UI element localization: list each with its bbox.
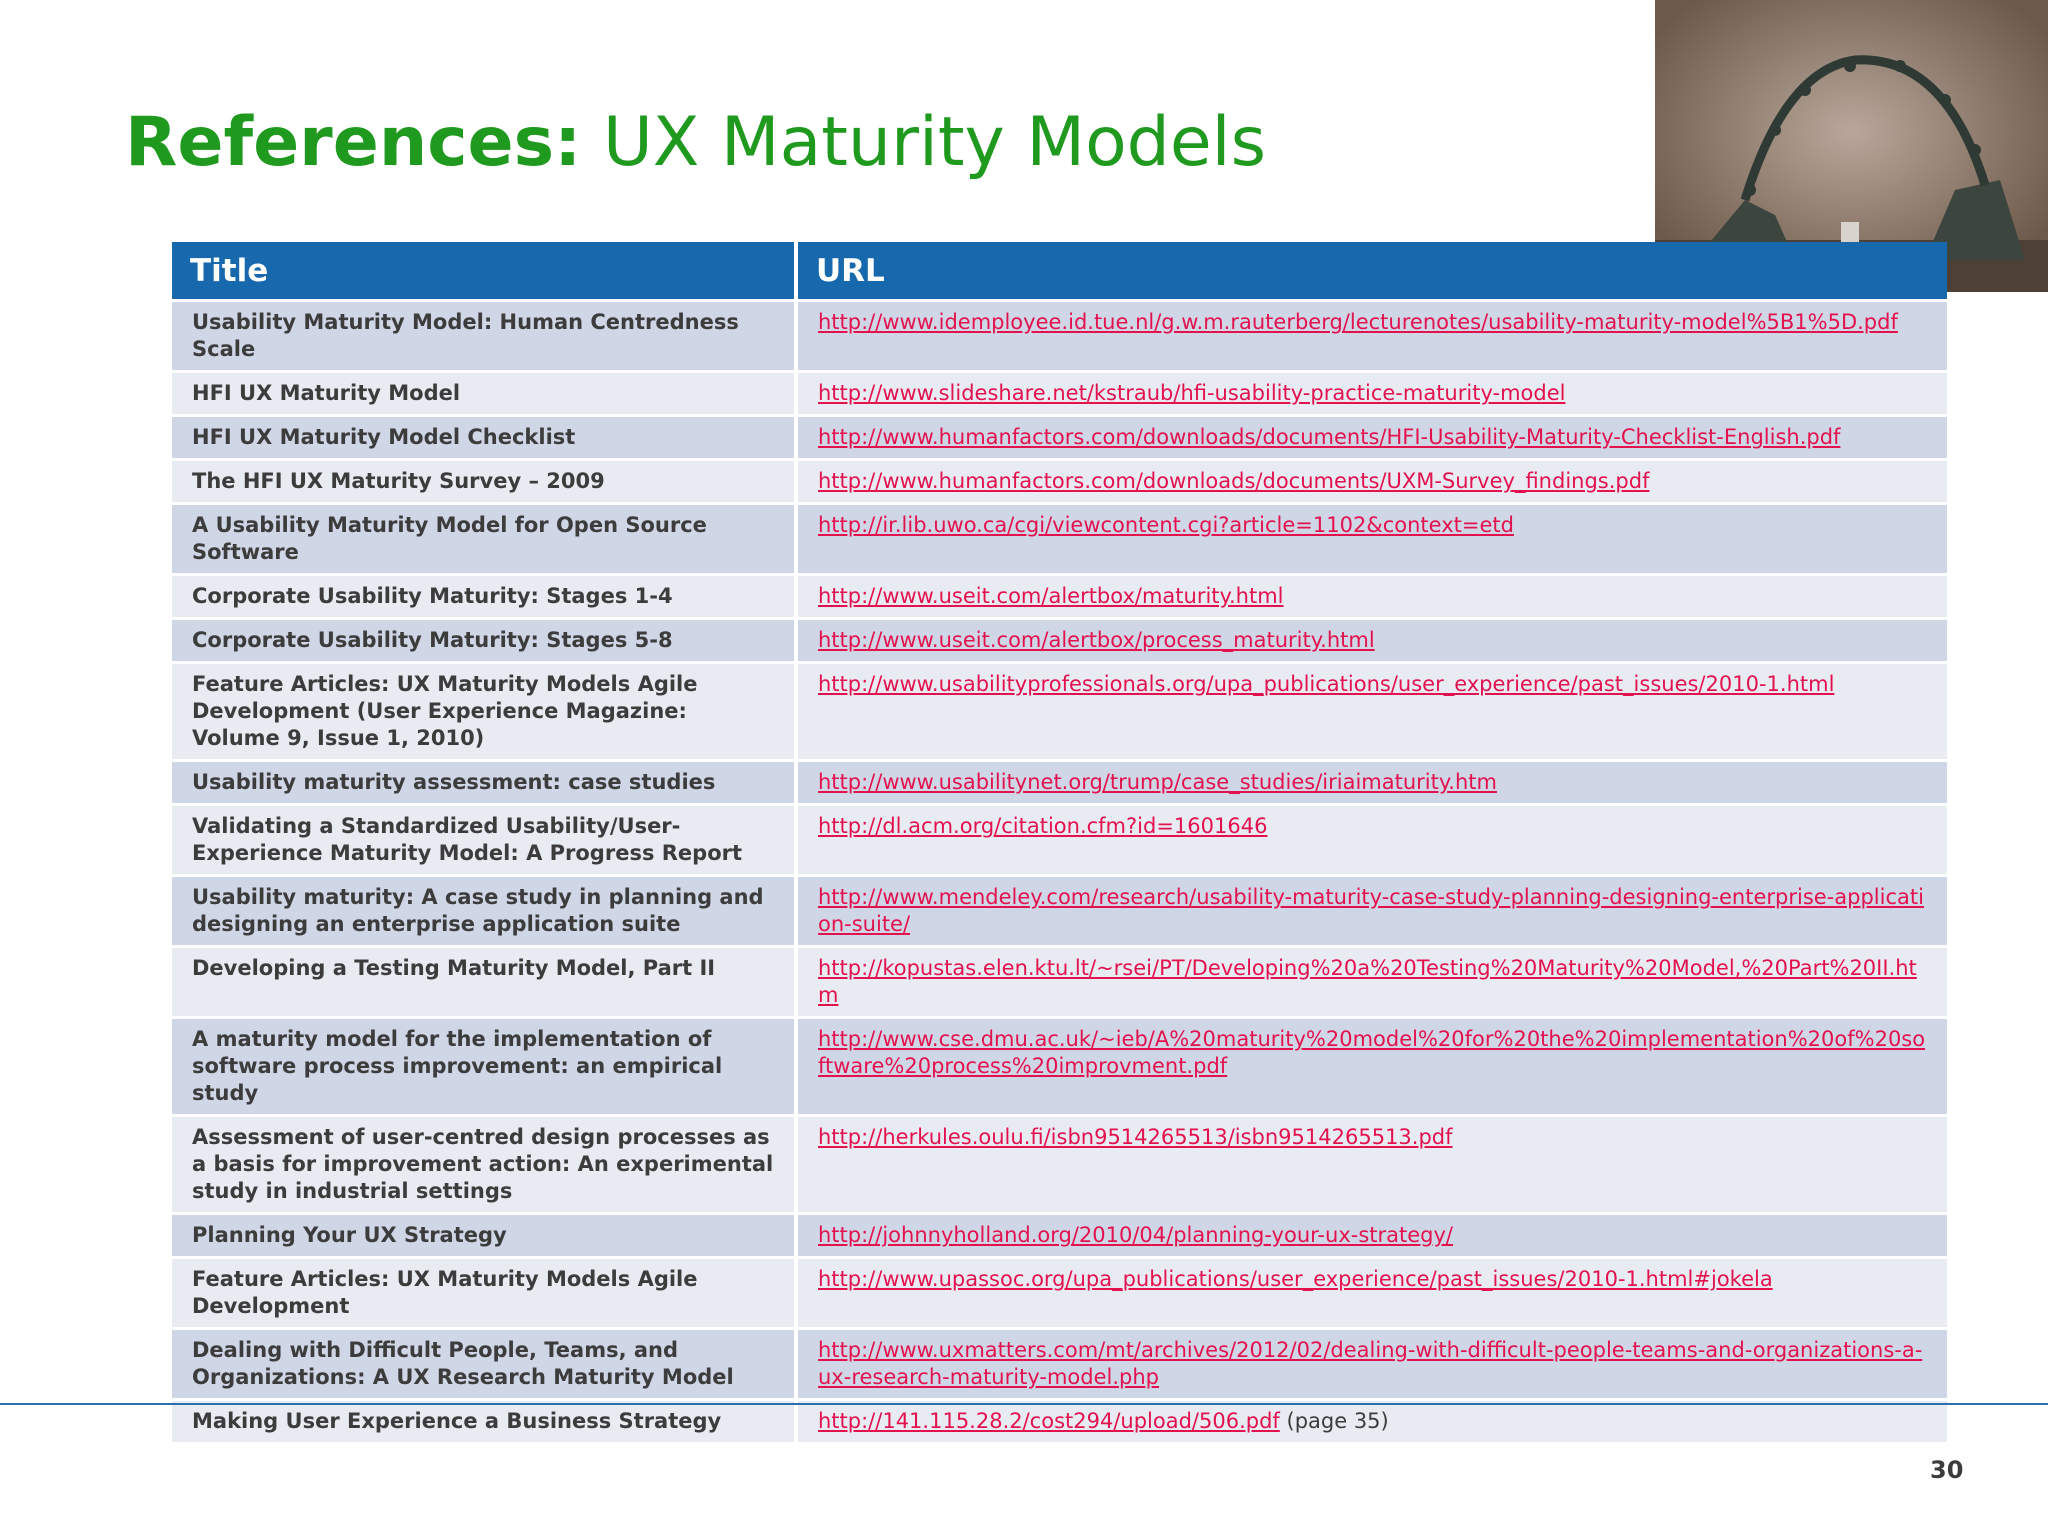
reference-link[interactable]: http://www.useit.com/alertbox/process_ma… <box>818 628 1375 652</box>
reference-url-cell: http://dl.acm.org/citation.cfm?id=160164… <box>796 803 1947 876</box>
slide-title-bold: References: <box>125 103 582 182</box>
reference-link[interactable]: http://www.usabilitynet.org/trump/case_s… <box>818 770 1497 794</box>
reference-link[interactable]: http://www.humanfactors.com/downloads/do… <box>818 469 1650 493</box>
reference-link[interactable]: http://www.humanfactors.com/downloads/do… <box>818 425 1841 449</box>
reference-link[interactable]: http://dl.acm.org/citation.cfm?id=160164… <box>818 814 1268 838</box>
reference-title: Feature Articles: UX Maturity Models Agi… <box>172 661 798 761</box>
reference-title: HFI UX Maturity Model <box>172 370 798 416</box>
column-header-url: URL <box>796 242 1947 301</box>
reference-url-cell: http://www.cse.dmu.ac.uk/~ieb/A%20maturi… <box>796 1016 1947 1116</box>
reference-url-cell: http://www.usabilitynet.org/trump/case_s… <box>796 759 1947 805</box>
reference-url-cell: http://www.humanfactors.com/downloads/do… <box>796 458 1947 504</box>
reference-url-cell: http://ir.lib.uwo.ca/cgi/viewcontent.cgi… <box>796 502 1947 575</box>
table-row: Assessment of user-centred design proces… <box>172 1114 1947 1214</box>
reference-title: Usability Maturity Model: Human Centredn… <box>172 299 798 372</box>
reference-title: Usability maturity assessment: case stud… <box>172 759 798 805</box>
reference-link[interactable]: http://ir.lib.uwo.ca/cgi/viewcontent.cgi… <box>818 513 1514 537</box>
reference-link[interactable]: http://www.upassoc.org/upa_publications/… <box>818 1267 1773 1291</box>
reference-title: Developing a Testing Maturity Model, Par… <box>172 945 798 1018</box>
reference-url-cell: http://www.useit.com/alertbox/process_ma… <box>796 617 1947 663</box>
reference-url-cell: http://www.useit.com/alertbox/maturity.h… <box>796 573 1947 619</box>
table-row: Planning Your UX Strategy http://johnnyho… <box>172 1212 1947 1258</box>
reference-title: Feature Articles: UX Maturity Models Agi… <box>172 1256 798 1329</box>
reference-title: Corporate Usability Maturity: Stages 5-8 <box>172 617 798 663</box>
reference-title: A Usability Maturity Model for Open Sour… <box>172 502 798 575</box>
reference-url-cell: http://www.humanfactors.com/downloads/do… <box>796 414 1947 460</box>
reference-title: Planning Your UX Strategy <box>172 1212 798 1258</box>
table-row: Usability maturity assessment: case stud… <box>172 759 1947 805</box>
table-row: A maturity model for the implementation … <box>172 1016 1947 1116</box>
reference-title: The HFI UX Maturity Survey – 2009 <box>172 458 798 504</box>
table-row: Validating a Standardized Usability/User… <box>172 803 1947 876</box>
sculpture-photo <box>1655 0 2048 292</box>
references-table: Title URL Usability Maturity Model: Huma… <box>172 242 1947 1442</box>
reference-title: Validating a Standardized Usability/User… <box>172 803 798 876</box>
reference-link[interactable]: http://johnnyholland.org/2010/04/plannin… <box>818 1223 1453 1247</box>
reference-url-cell: http://141.115.28.2/cost294/upload/506.p… <box>796 1398 1947 1442</box>
reference-link[interactable]: http://www.cse.dmu.ac.uk/~ieb/A%20maturi… <box>818 1027 1926 1078</box>
table-row: Dealing with Difficult People, Teams, an… <box>172 1327 1947 1400</box>
reference-link[interactable]: http://herkules.oulu.fi/isbn9514265513/i… <box>818 1125 1453 1149</box>
table-header-row: Title URL <box>172 242 1947 301</box>
reference-link[interactable]: http://141.115.28.2/cost294/upload/506.p… <box>818 1409 1280 1433</box>
table-row: The HFI UX Maturity Survey – 2009 http://… <box>172 458 1947 504</box>
reference-link[interactable]: http://www.slideshare.net/kstraub/hfi-us… <box>818 381 1566 405</box>
slide-title-rest: UX Maturity Models <box>581 103 1266 182</box>
reference-url-cell: http://www.uxmatters.com/mt/archives/201… <box>796 1327 1947 1400</box>
table-row: HFI UX Maturity Model http://www.slidesha… <box>172 370 1947 416</box>
reference-url-cell: http://herkules.oulu.fi/isbn9514265513/i… <box>796 1114 1947 1214</box>
table-row: Usability maturity: A case study in plan… <box>172 874 1947 947</box>
reference-link[interactable]: http://www.idemployee.id.tue.nl/g.w.m.ra… <box>818 310 1898 334</box>
table-row: Corporate Usability Maturity: Stages 1-4… <box>172 573 1947 619</box>
reference-title: HFI UX Maturity Model Checklist <box>172 414 798 460</box>
reference-link[interactable]: http://www.mendeley.com/research/usabili… <box>818 885 1924 936</box>
reference-title: Usability maturity: A case study in plan… <box>172 874 798 947</box>
reference-url-cell: http://www.mendeley.com/research/usabili… <box>796 874 1947 947</box>
reference-title: Corporate Usability Maturity: Stages 1-4 <box>172 573 798 619</box>
reference-link[interactable]: http://www.uxmatters.com/mt/archives/201… <box>818 1338 1923 1389</box>
table-row: Feature Articles: UX Maturity Models Agi… <box>172 661 1947 761</box>
reference-url-cell: http://www.usabilityprofessionals.org/up… <box>796 661 1947 761</box>
table-row: Making User Experience a Business Strate… <box>172 1398 1947 1442</box>
table-body: Usability Maturity Model: Human Centredn… <box>172 299 1947 1442</box>
reference-link[interactable]: http://kopustas.elen.ktu.lt/~rsei/PT/Dev… <box>818 956 1917 1007</box>
column-header-title: Title <box>172 242 798 301</box>
reference-title: Dealing with Difficult People, Teams, an… <box>172 1327 798 1400</box>
table-row: HFI UX Maturity Model Checklist http://ww… <box>172 414 1947 460</box>
table-row: Usability Maturity Model: Human Centredn… <box>172 299 1947 372</box>
page-number: 30 <box>1930 1456 1964 1484</box>
reference-link[interactable]: http://www.usabilityprofessionals.org/up… <box>818 672 1835 696</box>
table-row: Corporate Usability Maturity: Stages 5-8… <box>172 617 1947 663</box>
reference-url-cell: http://www.idemployee.id.tue.nl/g.w.m.ra… <box>796 299 1947 372</box>
reference-link[interactable]: http://www.useit.com/alertbox/maturity.h… <box>818 584 1284 608</box>
reference-url-cell: http://www.upassoc.org/upa_publications/… <box>796 1256 1947 1329</box>
reference-title: Assessment of user-centred design proces… <box>172 1114 798 1214</box>
reference-note: (page 35) <box>1279 1409 1389 1433</box>
table-row: A Usability Maturity Model for Open Sour… <box>172 502 1947 575</box>
footer-divider <box>0 1403 2048 1405</box>
reference-title: A maturity model for the implementation … <box>172 1016 798 1116</box>
table-row: Developing a Testing Maturity Model, Par… <box>172 945 1947 1018</box>
slide-title: References: UX Maturity Models <box>125 98 1266 188</box>
reference-url-cell: http://kopustas.elen.ktu.lt/~rsei/PT/Dev… <box>796 945 1947 1018</box>
reference-url-cell: http://johnnyholland.org/2010/04/plannin… <box>796 1212 1947 1258</box>
table-row: Feature Articles: UX Maturity Models Agi… <box>172 1256 1947 1329</box>
reference-url-cell: http://www.slideshare.net/kstraub/hfi-us… <box>796 370 1947 416</box>
reference-title: Making User Experience a Business Strate… <box>172 1398 798 1442</box>
